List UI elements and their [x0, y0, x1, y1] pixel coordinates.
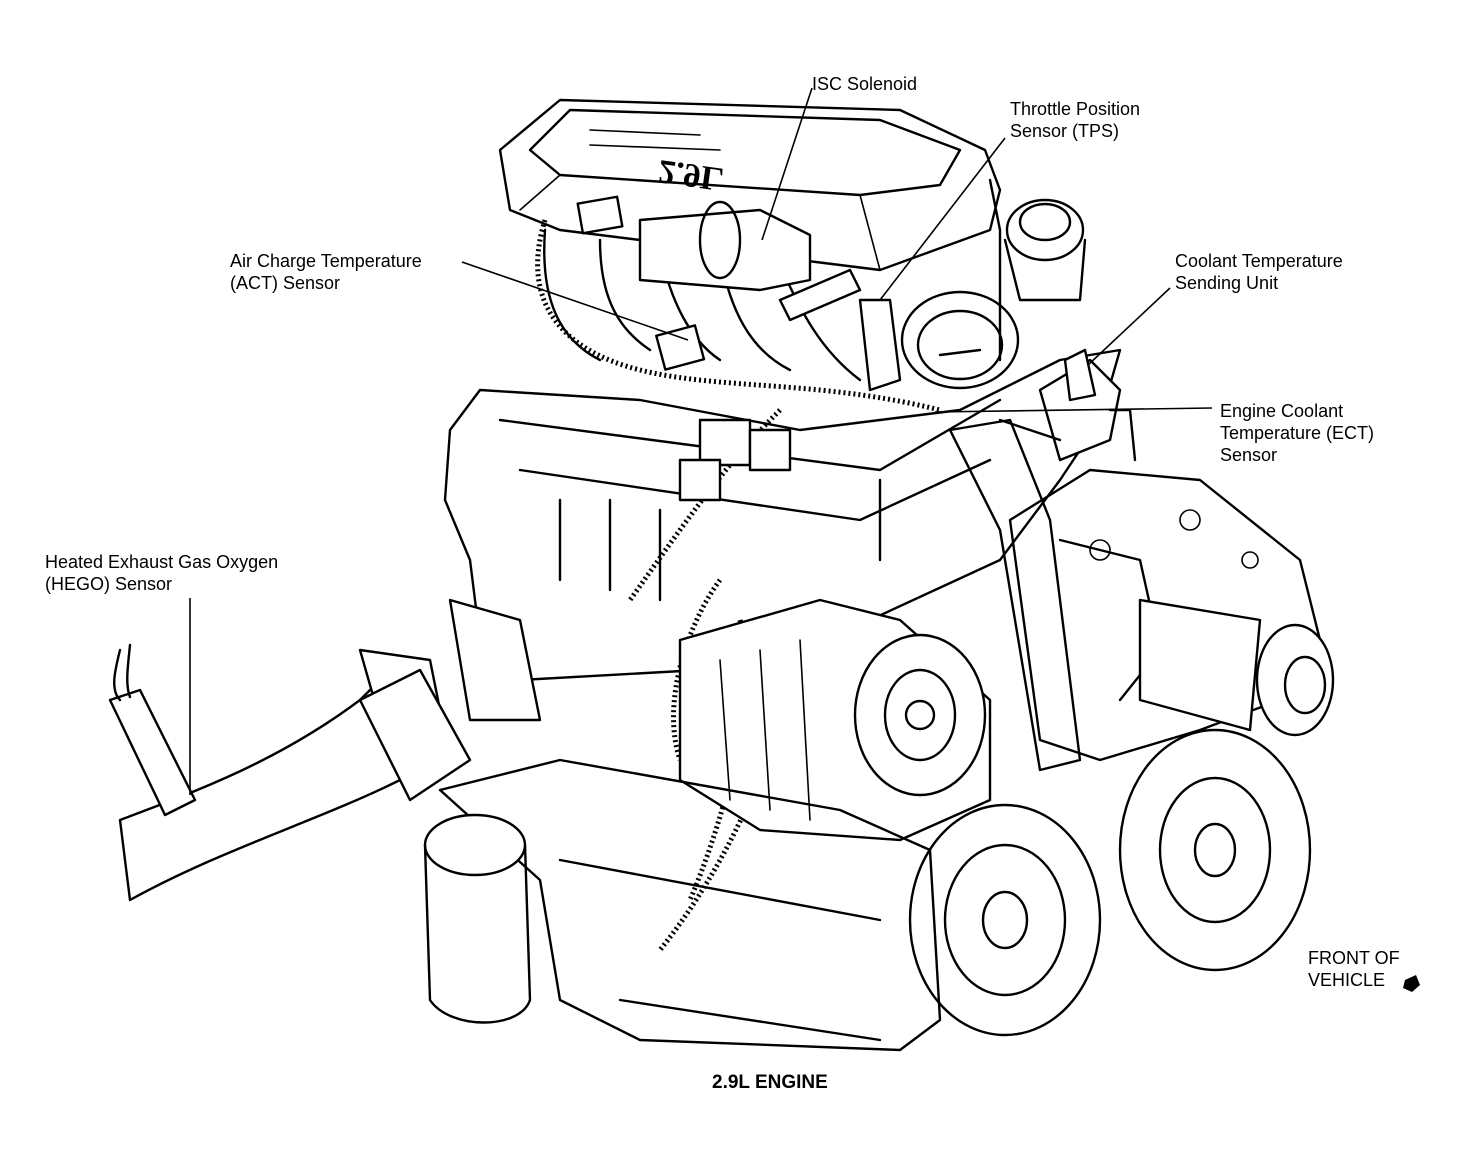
- throttle-body: [858, 290, 1020, 392]
- thermostat-housing: [1038, 348, 1137, 462]
- hego-sensor-part: [108, 643, 197, 817]
- oil-filter: [423, 813, 532, 1024]
- diagram-caption: 2.9L ENGINE: [712, 1072, 828, 1093]
- label-tps: Throttle Position Sensor (TPS): [1010, 99, 1141, 141]
- label-ect-sensor: Engine Coolant Temperature (ECT) Sensor: [1220, 401, 1375, 465]
- sensor-connectors: [576, 195, 792, 502]
- oil-pan: [438, 758, 942, 1052]
- exhaust-pipe: [118, 598, 542, 902]
- engine-block: [443, 348, 1122, 682]
- egr-valve: [988, 178, 1087, 362]
- isc-solenoid-part: [638, 200, 862, 322]
- coolant-hose: [948, 418, 1082, 772]
- label-hego-sensor: Heated Exhaust Gas Oxygen (HEGO) Sensor: [45, 552, 279, 594]
- label-act-sensor: Air Charge Temperature (ACT) Sensor: [230, 251, 422, 293]
- arrow-dot-icon: [1403, 975, 1420, 992]
- label-isc-solenoid: ISC Solenoid: [812, 74, 918, 94]
- leader-lines: [189, 87, 1213, 795]
- alternator: [678, 598, 992, 842]
- label-front-of-vehicle: FRONT OF VEHICLE: [1308, 948, 1400, 990]
- intake-plate-text: 2.9L: [656, 152, 726, 198]
- timing-cover: [1008, 468, 1335, 762]
- crank-pulleys: [908, 728, 1312, 1037]
- label-coolant-sending-unit: Coolant Temperature Sending Unit: [1175, 251, 1343, 293]
